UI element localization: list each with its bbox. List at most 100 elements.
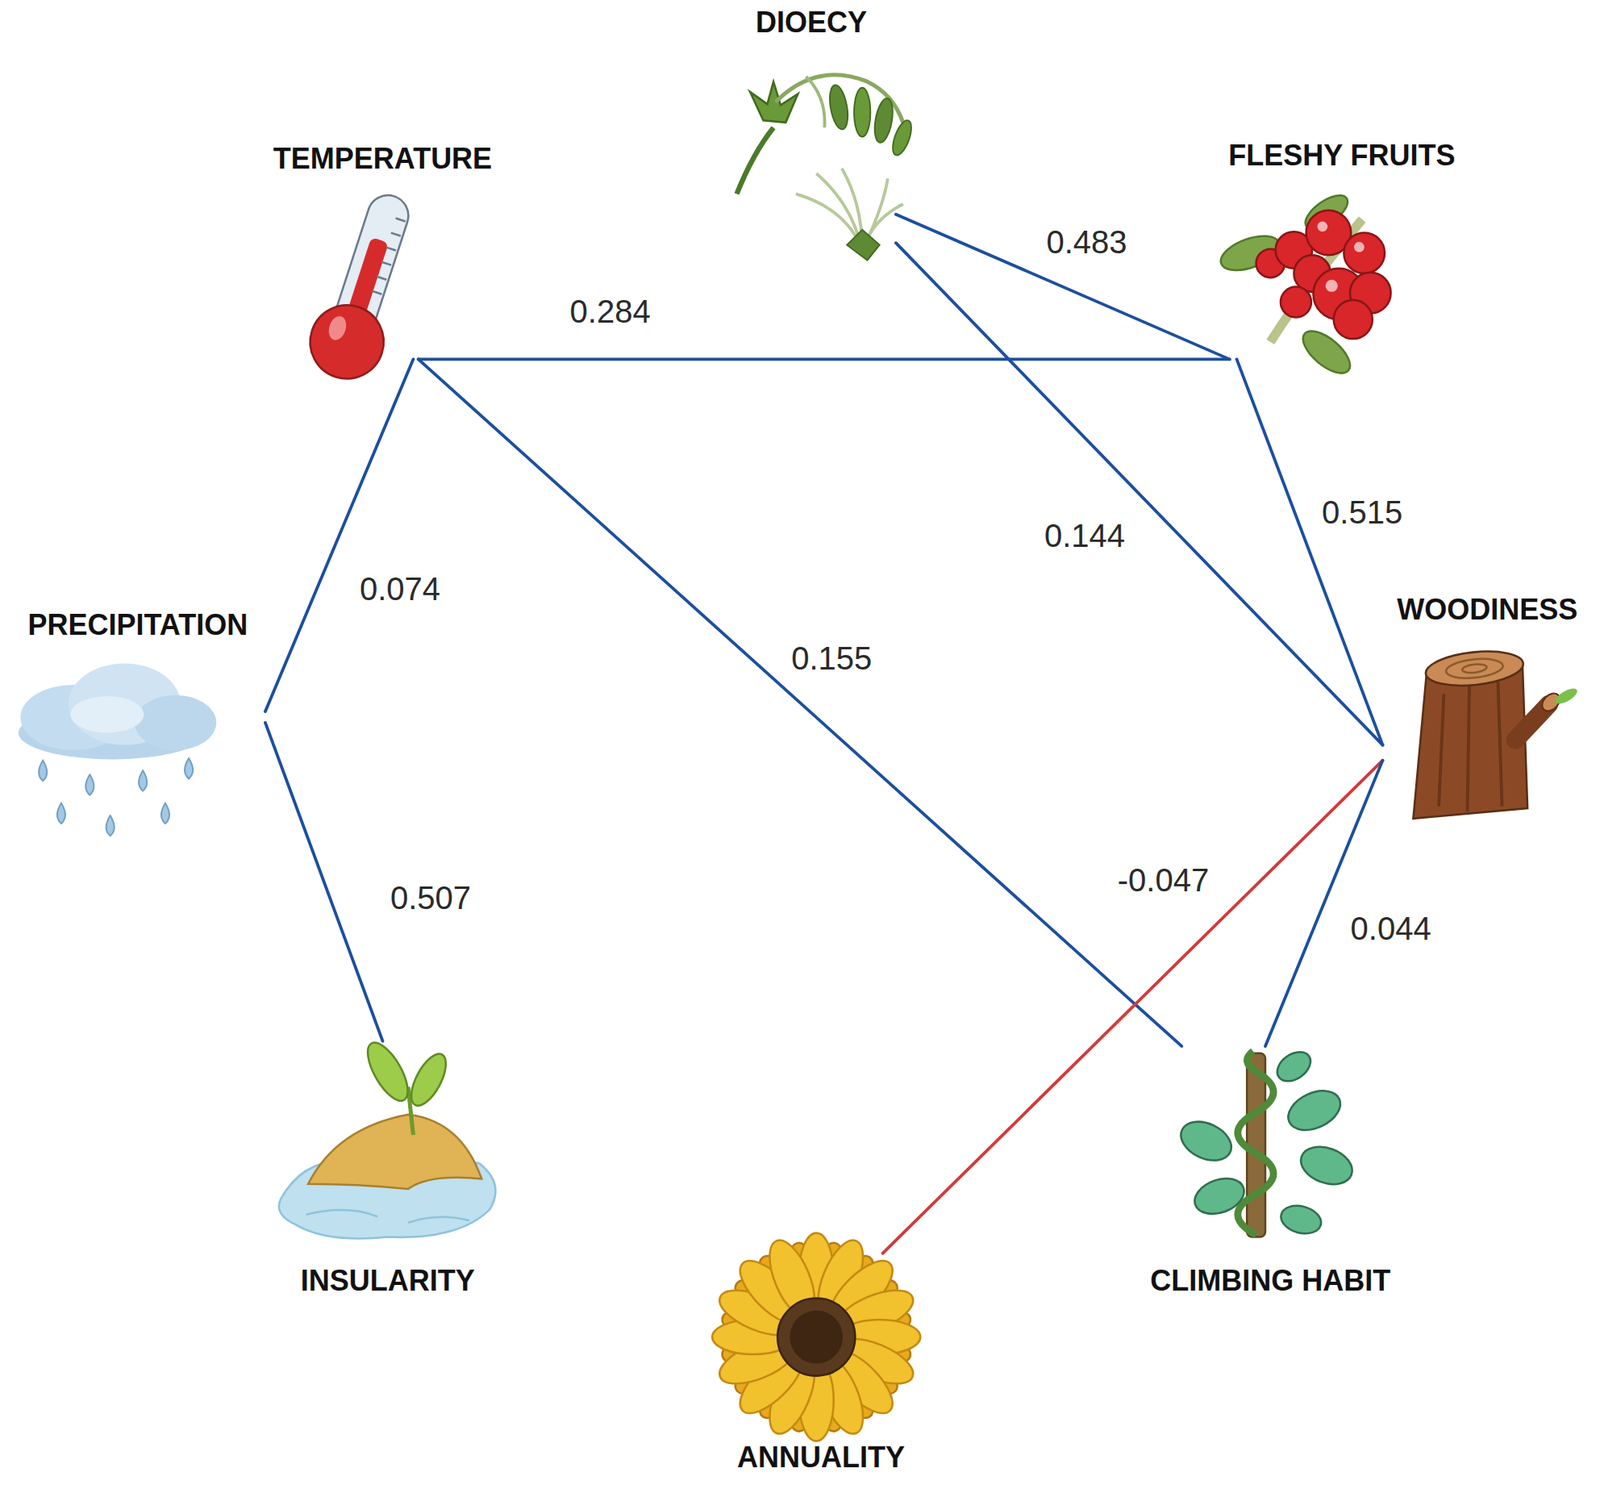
coefficient-label: 0.044: [1345, 909, 1437, 947]
rain-cloud-icon-part: [70, 695, 144, 734]
node-label-group: DIOECY: [755, 4, 867, 40]
wood-log-icon-part: [1438, 681, 1502, 812]
correlation-line: [895, 214, 1230, 360]
correlation-line: [895, 242, 1384, 746]
correlation-line: [265, 358, 413, 712]
coefficient-label: 0.155: [786, 639, 877, 677]
dioecy-flower-icon-part: [737, 127, 775, 194]
concept-label: INSULARITY: [300, 1262, 475, 1298]
rain-cloud-icon-part: [106, 815, 115, 836]
concept-label: WOODINESS: [1396, 591, 1578, 627]
fleshy-fruit-icon-part: [1343, 232, 1385, 274]
wood-log-icon: [1412, 646, 1580, 818]
node-label-group: CLIMBING HABIT: [1150, 1262, 1391, 1298]
climbing-plant-icon-part: [1189, 1171, 1249, 1221]
rain-cloud-icon-part: [184, 758, 193, 779]
concept-node: FLESHY FRUITS: [1214, 137, 1470, 360]
sunflower-icon-part: [777, 1297, 855, 1375]
concept-label: ANNUALITY: [737, 1439, 905, 1475]
rain-cloud-icon-part: [138, 770, 147, 791]
node-label-group: PRECIPITATION: [27, 607, 248, 642]
climbing-plant-icon-part: [1175, 1113, 1238, 1168]
concept-node: INSULARITY: [273, 1041, 502, 1299]
concept-label: PRECIPITATION: [27, 607, 248, 642]
rain-cloud-icon-part: [134, 695, 217, 750]
correlation-line: [1237, 358, 1384, 745]
wood-log-icon-part: [1553, 685, 1580, 707]
climbing-plant-icon-part: [1271, 1045, 1317, 1088]
thermometer-icon-part: [391, 233, 401, 237]
coefficient-label: -0.047: [1112, 861, 1214, 899]
dioecy-flower-icon: [737, 75, 916, 261]
concept-label: DIOECY: [755, 4, 867, 40]
climbing-plant-icon: [1175, 1045, 1358, 1238]
wood-log-icon-part: [1424, 646, 1525, 690]
correlation-line: [1265, 760, 1384, 1046]
thermometer-icon-part: [371, 291, 382, 295]
thermometer-icon-part: [376, 276, 387, 280]
concept-label: CLIMBING HABIT: [1150, 1262, 1391, 1298]
thermometer-icon-part: [386, 247, 396, 251]
node-label-group: ANNUALITY: [737, 1439, 905, 1475]
climbing-plant-icon-part: [1237, 1050, 1274, 1235]
dioecy-flower-icon-part: [854, 87, 871, 138]
node-label-group: WOODINESS: [1396, 591, 1578, 627]
dioecy-flower-icon-part: [846, 229, 880, 261]
concept-label: FLESHY FRUITS: [1228, 137, 1455, 173]
fleshy-fruit-icon-part: [1333, 300, 1373, 339]
correlation-line: [882, 760, 1383, 1254]
island-icon-part: [306, 1209, 470, 1223]
rain-cloud-icon-part: [161, 803, 170, 824]
fleshy-fruit-icon-part: [1280, 287, 1312, 318]
node-label-group: FLESHY FRUITS: [1228, 137, 1455, 173]
thermometer-icon-part: [395, 218, 406, 222]
coefficient-label: 0.074: [354, 570, 446, 608]
rain-cloud-icon-part: [38, 760, 47, 781]
fleshy-fruit-icon-part: [1354, 241, 1365, 253]
concept-node: PRECIPITATION: [10, 607, 266, 847]
sunflower-icon: [712, 1232, 921, 1441]
concept-node: CLIMBING HABIT: [1132, 1045, 1409, 1299]
correlation-line: [418, 357, 1230, 361]
correlation-line: [418, 358, 1182, 1046]
coefficient-label: 0.144: [1039, 516, 1130, 555]
concept-node: ANNUALITY: [726, 1253, 916, 1475]
thermometer-icon-part: [381, 262, 392, 266]
concept-node: DIOECY: [726, 4, 896, 260]
rain-cloud-icon: [18, 662, 217, 836]
rain-cloud-icon-part: [57, 803, 66, 824]
climbing-plant-icon-part: [1282, 1083, 1347, 1138]
rain-cloud-icon-part: [85, 774, 94, 795]
climbing-plant-icon-part: [1278, 1201, 1325, 1238]
correlation-line: [265, 722, 384, 1042]
coefficient-label: 0.483: [1041, 223, 1132, 261]
dioecy-flower-icon-part: [826, 83, 851, 131]
fleshy-fruit-icon: [1216, 188, 1391, 381]
concept-node: TEMPERATURE: [260, 141, 506, 360]
thermometer-icon-part: [325, 313, 350, 342]
node-label-group: INSULARITY: [300, 1262, 475, 1298]
dioecy-flower-icon-part: [871, 96, 896, 144]
island-icon-part: [359, 1036, 416, 1107]
coefficient-label: 0.515: [1316, 493, 1408, 531]
climbing-plant-icon-part: [1295, 1139, 1359, 1191]
wood-log-icon-part: [1445, 656, 1505, 681]
thermometer-icon: [300, 184, 430, 388]
dioecy-flower-icon-part: [888, 117, 915, 158]
coefficient-label: 0.284: [565, 292, 656, 330]
coefficient-label: 0.507: [385, 879, 476, 917]
node-label-group: TEMPERATURE: [273, 141, 492, 176]
island-icon: [279, 1036, 496, 1238]
concept-label: TEMPERATURE: [273, 141, 492, 176]
island-icon-part: [308, 1114, 482, 1189]
thermometer-icon-part: [300, 295, 394, 388]
fleshy-fruit-icon-part: [1317, 221, 1329, 233]
fleshy-fruit-icon-part: [1325, 279, 1338, 292]
sunflower-icon-part: [789, 1310, 843, 1364]
island-icon-part: [404, 1048, 453, 1111]
